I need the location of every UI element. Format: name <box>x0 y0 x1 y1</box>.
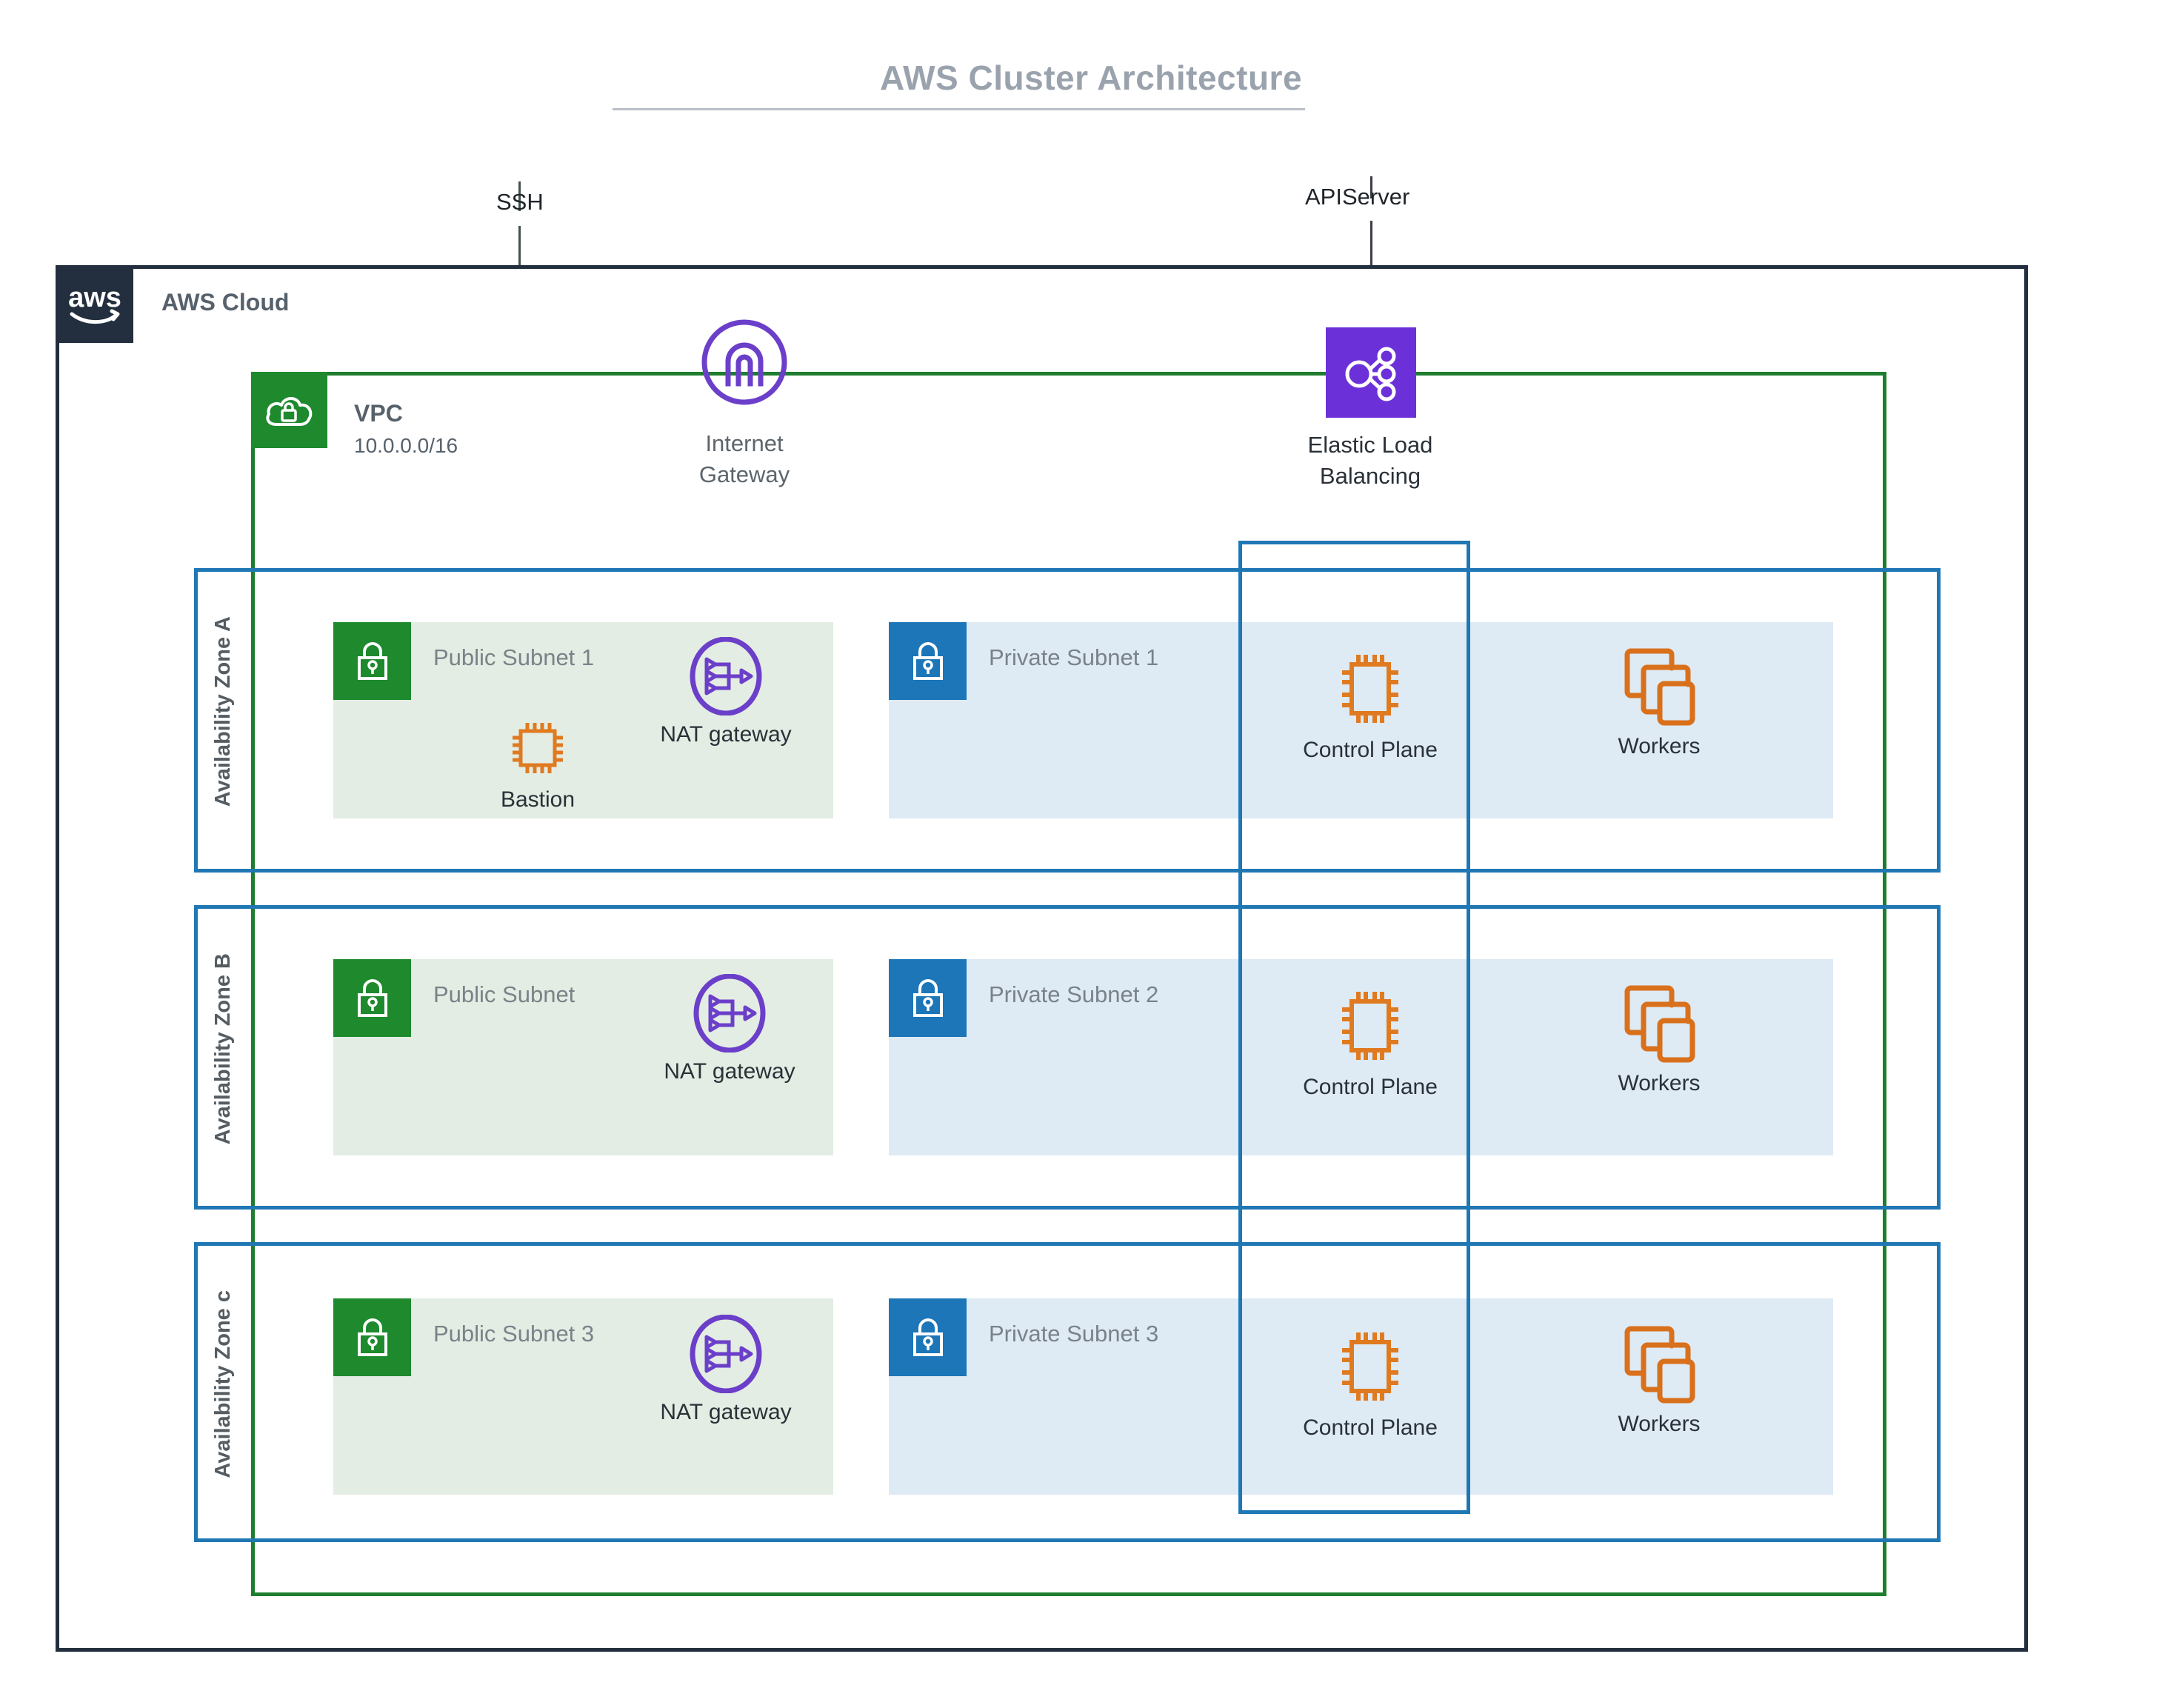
public-subnet-3-name: Public Subnet 3 <box>433 1321 595 1347</box>
public-subnet-1-band: Public Subnet 1 <box>333 622 833 818</box>
blue-lock-icon <box>889 622 967 700</box>
control-plane-label-a: Control Plane <box>1303 738 1438 762</box>
public-subnet-b-band: Public Subnet <box>333 959 833 1155</box>
availability-zone-b-boundary: Availability Zone B <box>194 905 1941 1210</box>
stacked-instances-icon <box>1624 985 1695 1063</box>
public-subnet-1-name: Public Subnet 1 <box>433 644 595 670</box>
nat-gateway-node-a: NAT gateway <box>652 636 800 747</box>
igw-label-line1: Internet <box>705 430 784 456</box>
igw-label-line2: Gateway <box>698 461 790 487</box>
vpc-boundary <box>251 372 1886 1596</box>
nat-gateway-icon <box>690 636 762 716</box>
workers-label-c: Workers <box>1618 1412 1701 1436</box>
control-plane-node-a: Control Plane <box>1296 648 1444 763</box>
ssh-connector-line-top <box>518 181 521 211</box>
svg-text:aws: aws <box>68 282 121 313</box>
vpc-cloud-lock-icon <box>251 372 327 448</box>
elb-label-line1: Elastic Load <box>1307 432 1433 458</box>
vpc-cidr-label: 10.0.0.0/16 <box>354 434 458 457</box>
stacked-instances-icon <box>1624 648 1695 726</box>
kubernetes-cluster-boundary <box>1238 541 1470 1514</box>
availability-zone-b-label: Availability Zone B <box>211 953 235 1145</box>
private-subnet-3-name: Private Subnet 3 <box>989 1321 1159 1347</box>
availability-zone-a-label: Availability Zone A <box>211 616 235 807</box>
apiserver-label: APIServer <box>1305 184 1410 210</box>
internet-gateway-icon <box>641 318 848 410</box>
control-plane-node-c: Control Plane <box>1296 1326 1444 1441</box>
bastion-label: Bastion <box>500 787 575 812</box>
nat-gateway-label-c: NAT gateway <box>660 1400 792 1424</box>
availability-zone-a-boundary: Availability Zone A <box>194 568 1941 873</box>
elb-label-line2: Balancing <box>1319 462 1421 489</box>
apiserver-connector-line <box>1370 221 1372 308</box>
elastic-load-balancing-icon <box>1326 327 1416 418</box>
cpu-chip-icon <box>1342 1332 1398 1401</box>
nat-gateway-label-b: NAT gateway <box>664 1059 795 1084</box>
aws-logo-icon: aws <box>56 265 133 343</box>
aws-cloud-label: AWS Cloud <box>161 289 290 316</box>
public-subnet-b-name: Public Subnet <box>433 981 575 1007</box>
availability-zone-c-boundary: Availability Zone c <box>194 1242 1941 1542</box>
apiserver-connector-line-top <box>1370 176 1372 199</box>
title-underline <box>613 108 1305 110</box>
workers-label-b: Workers <box>1618 1071 1701 1095</box>
control-plane-node-b: Control Plane <box>1296 985 1444 1100</box>
elastic-load-balancing-label: Elastic Load Balancing <box>1215 430 1526 492</box>
green-lock-icon <box>333 959 411 1037</box>
cpu-chip-icon <box>1342 992 1398 1060</box>
nat-gateway-node-c: NAT gateway <box>652 1314 800 1425</box>
private-subnet-2-name: Private Subnet 2 <box>989 981 1159 1007</box>
private-subnet-1-name: Private Subnet 1 <box>989 644 1159 670</box>
workers-node-a: Workers <box>1585 641 1733 759</box>
workers-node-b: Workers <box>1585 978 1733 1096</box>
control-plane-label-c: Control Plane <box>1303 1415 1438 1440</box>
nat-gateway-icon <box>693 973 766 1053</box>
green-lock-icon <box>333 1298 411 1376</box>
internet-gateway-label: Internet Gateway <box>641 428 848 490</box>
stacked-instances-icon <box>1624 1326 1695 1404</box>
nat-gateway-node-b: NAT gateway <box>655 973 804 1084</box>
green-lock-icon <box>333 622 411 700</box>
workers-label-a: Workers <box>1618 734 1701 758</box>
blue-lock-icon <box>889 1298 967 1376</box>
control-plane-label-b: Control Plane <box>1303 1075 1438 1099</box>
nat-gateway-label-a: NAT gateway <box>660 722 792 747</box>
vpc-label: VPC <box>354 400 403 427</box>
blue-lock-icon <box>889 959 967 1037</box>
availability-zone-c-label: Availability Zone c <box>211 1290 235 1478</box>
page-title: AWS Cluster Architecture <box>879 59 1303 97</box>
ssh-label: SSH <box>496 189 544 215</box>
workers-node-c: Workers <box>1585 1318 1733 1437</box>
private-subnet-3-band: Private Subnet 3 <box>889 1298 1833 1495</box>
cpu-chip-icon <box>513 723 563 773</box>
cpu-chip-icon <box>1342 655 1398 723</box>
nat-gateway-icon <box>690 1314 762 1394</box>
bastion-node: Bastion <box>478 717 597 813</box>
